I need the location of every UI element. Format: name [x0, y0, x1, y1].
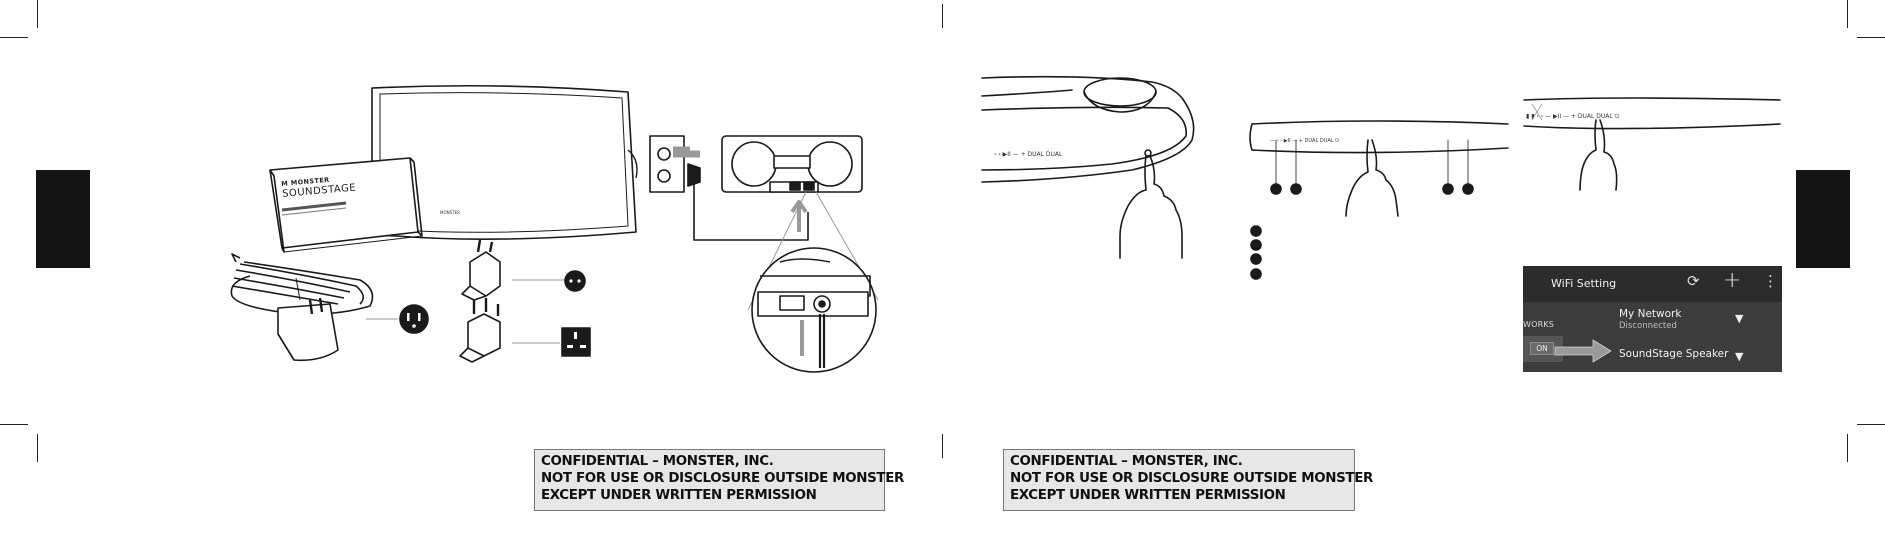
step1-power-press-illustration: ‹ › ▶II — + DUAL DUAL [981, 75, 1195, 259]
svg-text:MONSTER: MONSTER [440, 210, 460, 215]
kebab-menu-icon: ⋮ [1763, 272, 1778, 290]
port-zoom-illustration [747, 191, 879, 373]
speaker-back-illustration [693, 135, 863, 241]
power-adapter-illustration [230, 253, 374, 362]
wifi-title: WiFi Setting [1551, 277, 1617, 290]
wifi-signal-icon: ▼ [1735, 350, 1744, 363]
wifi-settings-screenshot: WiFi Setting ⟳ + ⋮ WORKS ON My Network D… [1523, 266, 1782, 372]
network-status: Disconnected [1619, 321, 1677, 331]
step2-controls-illustration: — ‹ › ▶II — + DUAL DUAL ⏻ [1249, 120, 1509, 280]
us-outlet-icon [366, 304, 429, 334]
manual-booklet-illustration [269, 157, 423, 253]
confidential-notice-left: CONFIDENTIAL – MONSTER, INC. NOT FOR USE… [534, 449, 904, 511]
confidential-notice-right: CONFIDENTIAL – MONSTER, INC. NOT FOR USE… [1003, 449, 1373, 511]
svg-text:▮ ▮ ‹ › — ▶II — + D: ▮ ▮ ‹ › — ▶II — + DUAL DUAL ⏻ [1526, 113, 1620, 120]
wifi-signal-icon: ▼ [1735, 312, 1744, 325]
network-name: SoundStage Speaker [1619, 348, 1729, 360]
wifi-toggle: ON [1530, 342, 1554, 355]
crop-mark [37, 434, 38, 462]
uk-plug-adapter-illustration [459, 298, 591, 363]
eu-plug-adapter-illustration [461, 239, 586, 301]
crop-mark [1857, 37, 1885, 38]
right-section-tab [1796, 170, 1850, 268]
box-contents-illustration: MONSTER [230, 84, 879, 373]
svg-text:‹ › ▶II — + DUAL DUAL: ‹ › ▶II — + DUAL DUAL [994, 151, 1063, 158]
svg-text:— ‹ › ▶II — + DUAL: — ‹ › ▶II — + DUAL DUAL ⏻ [1270, 138, 1339, 144]
notice-line: EXCEPT UNDER WRITTEN PERMISSION [541, 488, 817, 503]
network-name: My Network [1619, 308, 1682, 320]
crop-mark [1847, 434, 1848, 462]
notice-line: NOT FOR USE OR DISCLOSURE OUTSIDE MONSTE… [541, 471, 904, 486]
notice-line: CONFIDENTIAL – MONSTER, INC. [541, 454, 774, 469]
crop-mark [1857, 424, 1885, 425]
notice-line: EXCEPT UNDER WRITTEN PERMISSION [1010, 488, 1286, 503]
wall-outlet-illustration [649, 135, 701, 193]
notice-line: CONFIDENTIAL – MONSTER, INC. [1010, 454, 1243, 469]
crop-mark [942, 4, 943, 28]
crop-mark [0, 424, 28, 425]
left-section-tab [36, 170, 90, 268]
wifi-header-bar [1523, 266, 1782, 302]
networks-section-label: WORKS [1523, 320, 1555, 329]
crop-mark [37, 0, 38, 28]
notice-line: NOT FOR USE OR DISCLOSURE OUTSIDE MONSTE… [1010, 471, 1373, 486]
crop-mark [0, 37, 28, 38]
crop-mark [1847, 0, 1848, 28]
plus-icon: + [1723, 268, 1742, 293]
setup-steps-illustration: ‹ › ▶II — + DUAL DUAL — ‹ › ▶II — + DUAL… [981, 75, 1781, 280]
sync-icon: ⟳ [1687, 272, 1700, 290]
arrow-right-icon [1554, 339, 1612, 363]
crop-mark [942, 434, 943, 458]
step3-wifi-button-illustration: ▮ ▮ ‹ › — ▶II — + DUAL DUAL ⏻ [1523, 97, 1781, 191]
